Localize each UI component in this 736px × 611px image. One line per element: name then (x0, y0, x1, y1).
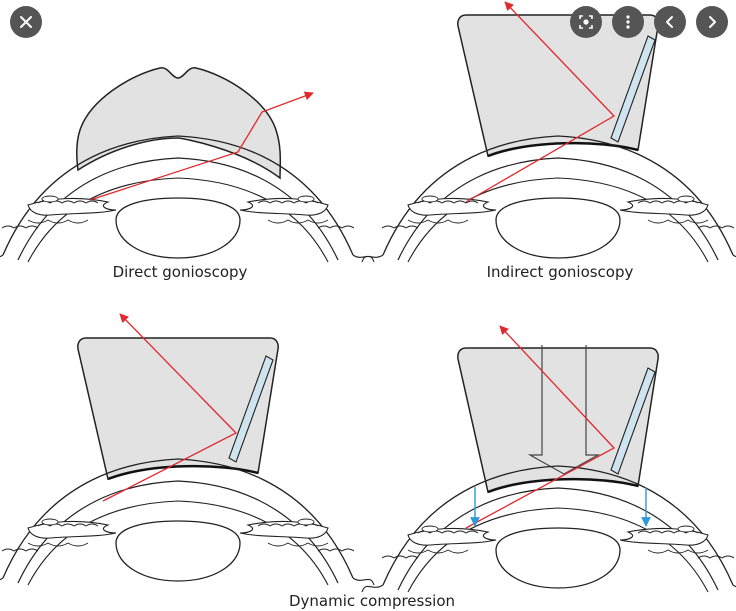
more-vertical-icon (626, 15, 630, 29)
panel-dynamic-left (0, 313, 375, 586)
panel-dynamic-right (361, 325, 736, 593)
caption-indirect-gonioscopy: Indirect gonioscopy (486, 263, 634, 281)
panel-direct-gonioscopy (0, 67, 375, 263)
goniolens-dynamic-left (77, 337, 279, 481)
light-ray-dynamic-right (465, 325, 616, 529)
caption-dynamic-compression: Dynamic compression (288, 592, 456, 610)
light-ray-direct (89, 91, 314, 201)
panel-indirect-gonioscopy (361, 1, 736, 263)
more-options-button[interactable] (612, 6, 644, 38)
chevron-left-icon (666, 16, 673, 28)
gonio-mirror-dynamic-right (610, 367, 656, 475)
goniolens-direct (75, 67, 282, 180)
lens-search-button[interactable] (570, 6, 602, 38)
light-ray-indirect (465, 1, 616, 203)
previous-button[interactable] (654, 6, 686, 38)
close-button[interactable] (10, 6, 42, 38)
gonio-mirror-dynamic-left (228, 355, 274, 463)
compression-arrow (527, 345, 601, 475)
goniolens-dynamic-right (457, 347, 659, 494)
close-icon (20, 16, 32, 28)
lens-search-icon (579, 15, 593, 29)
chevron-right-icon (709, 16, 716, 28)
next-button[interactable] (696, 6, 728, 38)
aqueous-flow-arrows (470, 487, 651, 527)
goniolens-indirect (457, 14, 659, 158)
light-ray-dynamic-left (102, 313, 238, 502)
gonio-mirror-indirect (610, 35, 656, 143)
caption-direct-gonioscopy: Direct gonioscopy (112, 263, 248, 281)
